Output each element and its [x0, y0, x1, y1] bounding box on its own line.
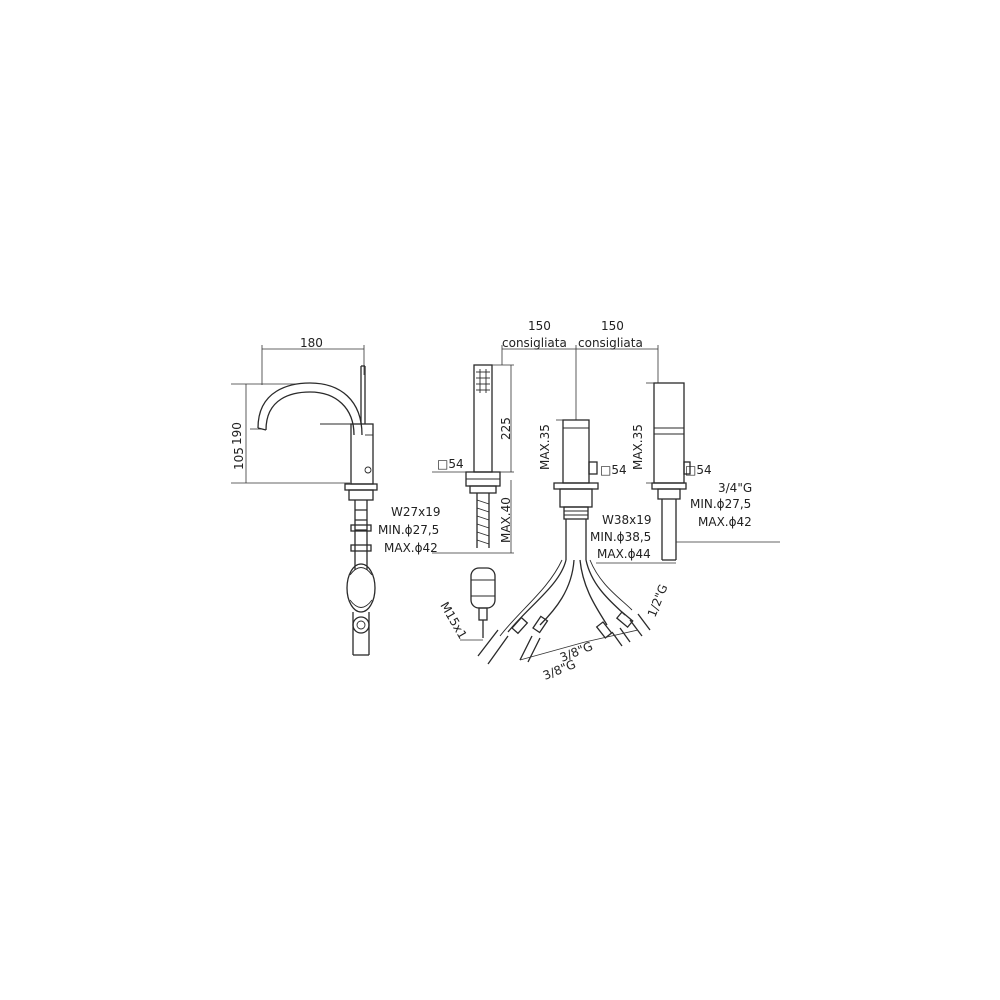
diverter-max-hole: MAX.ϕ42 [698, 515, 752, 529]
spout-min-hole: MIN.ϕ27,5 [378, 523, 439, 537]
pipe-3-thread: 1/2"G [645, 582, 671, 619]
mixer-square: □54 [600, 463, 627, 477]
mixer-min-hole: MIN.ϕ38,5 [590, 530, 651, 544]
hose-thread: M15x1 [437, 600, 469, 642]
pipe-2-thread: 3/8"G [541, 657, 578, 683]
mixer-max-hole: MAX.ϕ44 [597, 547, 651, 561]
diverter-min-hole: MIN.ϕ27,5 [690, 497, 751, 511]
spacing-1-value: 150 [528, 319, 551, 333]
diverter-max: MAX.35 [631, 424, 645, 470]
mixer-max: MAX.35 [538, 424, 552, 470]
spout-outlet-dim: 105 [232, 447, 246, 470]
diverter-square: □54 [685, 463, 712, 477]
mixer-drawing [477, 345, 659, 665]
spout-connection: W27x19 [391, 505, 441, 519]
spacing-2-value: 150 [601, 319, 624, 333]
diverter-drawing [596, 382, 780, 564]
shower-square: □54 [437, 457, 464, 471]
mixer-connection: W38x19 [602, 513, 652, 527]
spacing-2-note: consigliata [578, 336, 643, 350]
shower-height-dim: 225 [499, 417, 513, 440]
spout-height-dim: 190 [230, 422, 244, 445]
spout-max-hole: MAX.ϕ42 [384, 541, 438, 555]
spout-drawing [231, 345, 378, 656]
diverter-thread: 3/4"G [718, 481, 752, 495]
shower-max: MAX.40 [499, 497, 513, 543]
hand-shower-drawing [432, 364, 514, 641]
spacing-1-note: consigliata [502, 336, 567, 350]
spout-width-dim: 180 [300, 336, 323, 350]
